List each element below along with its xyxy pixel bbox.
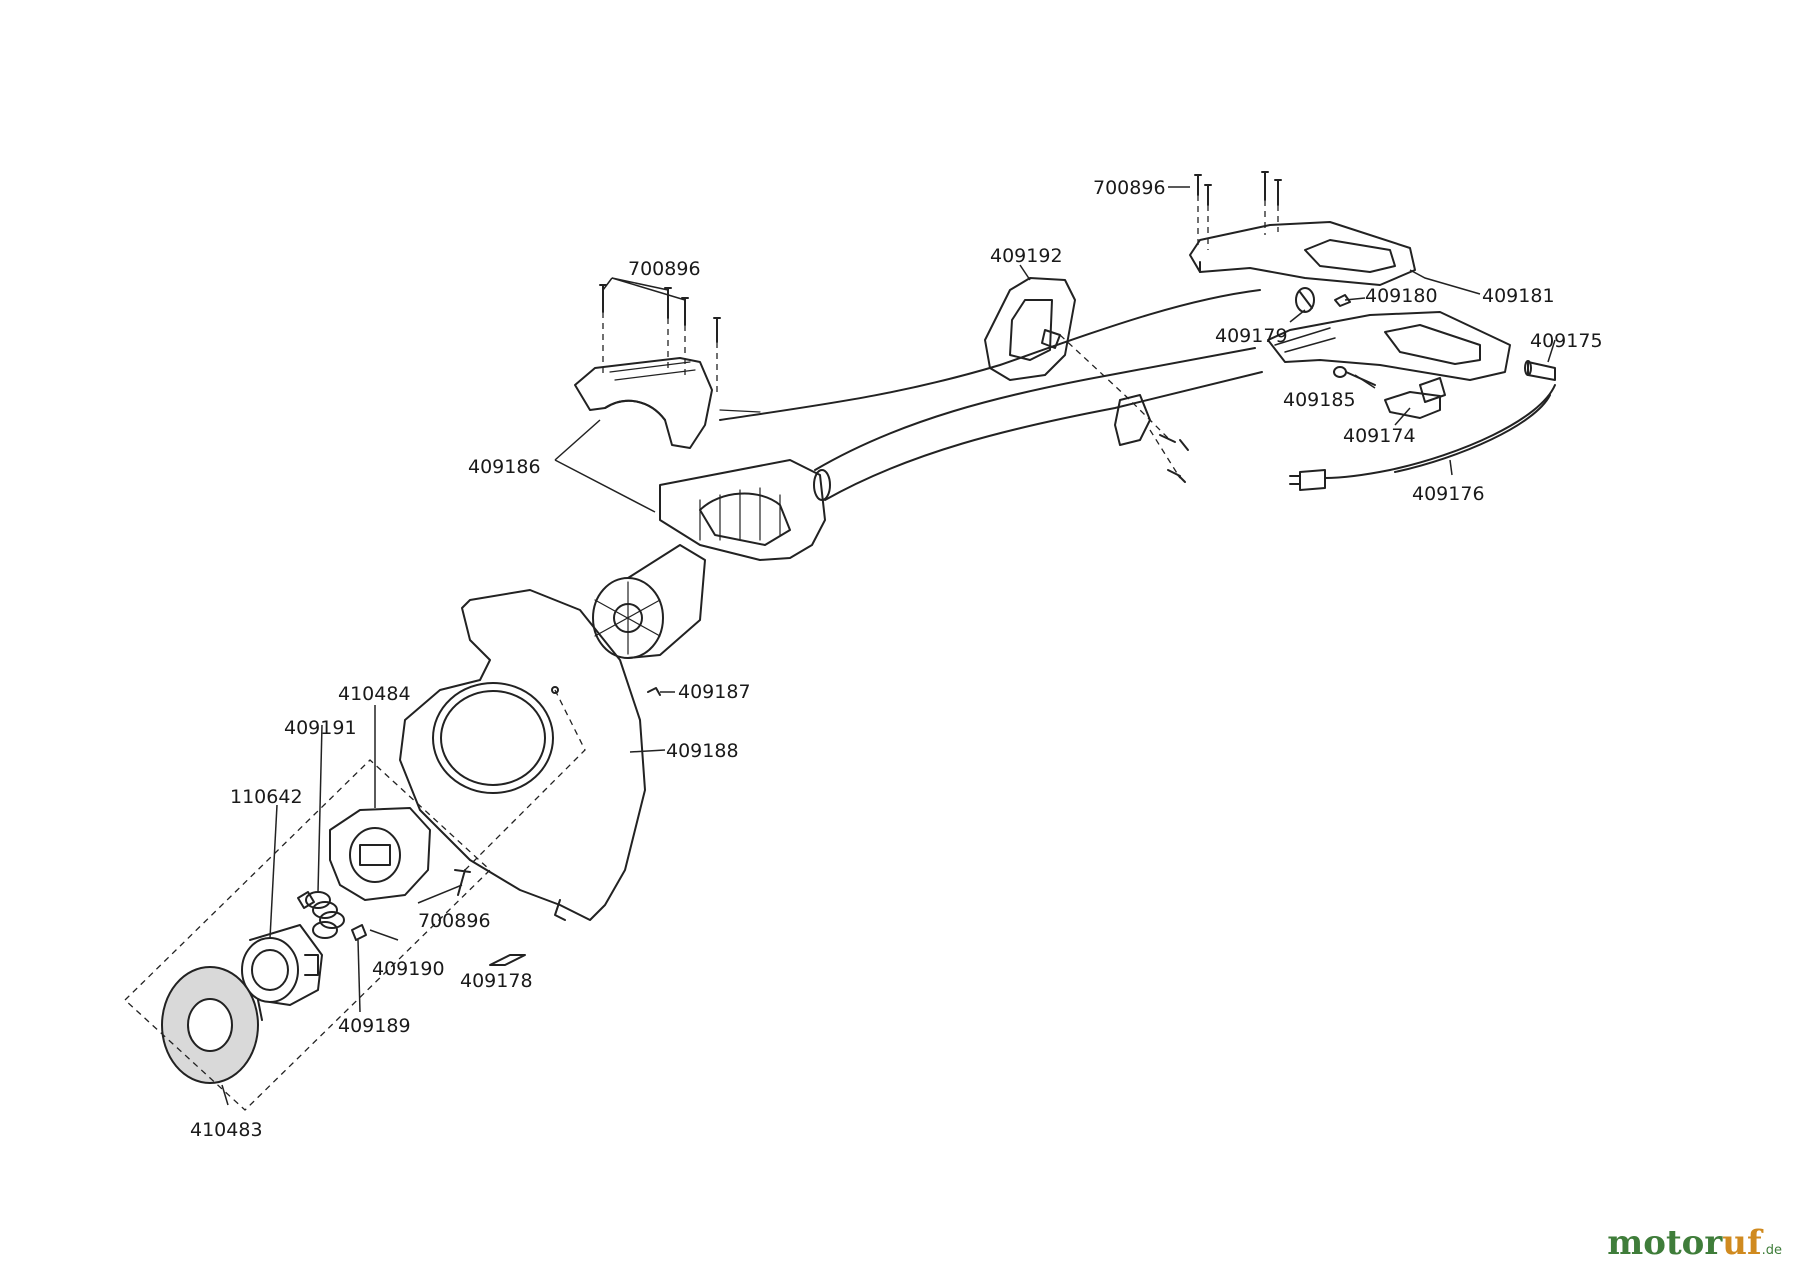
label-409180: 409180	[1365, 285, 1438, 307]
motor-cover-top	[574, 357, 713, 449]
part-labels: 700896 700896 409192 409181 409180 40917…	[190, 177, 1603, 1141]
label-409176: 409176	[1412, 483, 1485, 505]
motor-shape	[592, 544, 706, 659]
spool-cap-shape	[161, 966, 263, 1084]
motor-cover-bottom	[659, 459, 826, 561]
stopper-b-shape	[351, 924, 367, 941]
label-409174: 409174	[1343, 425, 1416, 447]
guard-shape	[399, 589, 646, 921]
brand-logo: motoruf.de	[1607, 1223, 1782, 1263]
brand-suffix: .de	[1761, 1243, 1782, 1258]
label-409190: 409190	[372, 958, 445, 980]
brand-name-part1: motor	[1607, 1223, 1723, 1263]
inner-cable	[719, 289, 1261, 421]
cable-clamp-shape	[1333, 366, 1376, 386]
label-700896-guard: 700896	[418, 910, 491, 932]
aux-clamp-shape	[1114, 394, 1189, 483]
spring-shape	[1295, 287, 1315, 313]
brand-name-part2: uf	[1722, 1223, 1762, 1263]
assembly-guides	[124, 195, 1279, 1111]
label-410483: 410483	[190, 1119, 263, 1141]
label-409178: 409178	[460, 970, 533, 992]
cord-sleeve-shape	[1524, 360, 1556, 381]
screw-guard-shape	[454, 869, 471, 896]
label-409186: 409186	[468, 456, 541, 478]
label-409175: 409175	[1530, 330, 1603, 352]
label-409179: 409179	[1215, 325, 1288, 347]
label-409187: 409187	[678, 681, 751, 703]
handle-upper-shell	[1189, 221, 1416, 286]
label-410484: 410484	[338, 683, 411, 705]
power-cord-shape	[1289, 384, 1556, 491]
shaft-tube	[813, 347, 1263, 501]
switch-lever-shape	[1334, 294, 1351, 307]
spool-holder-shape	[329, 807, 431, 901]
label-409181: 409181	[1482, 285, 1555, 307]
spring-coil-shape	[305, 891, 345, 939]
screw-set-top-right	[1194, 171, 1282, 206]
handle-lower-shell	[1267, 311, 1511, 381]
leader-lines	[221, 186, 1556, 1106]
label-409191: 409191	[284, 717, 357, 739]
label-409192: 409192	[990, 245, 1063, 267]
clip-shape	[647, 687, 661, 696]
line-cutter-shape	[489, 954, 526, 966]
label-409188: 409188	[666, 740, 739, 762]
spool-shape	[241, 924, 323, 1006]
label-700896-top: 700896	[1093, 177, 1166, 199]
aux-handle-shape	[984, 277, 1076, 381]
screw-set-motor	[599, 284, 721, 343]
stopper-a-shape	[297, 891, 315, 909]
label-409185: 409185	[1283, 389, 1356, 411]
label-409189: 409189	[338, 1015, 411, 1037]
label-700896-motor: 700896	[628, 258, 701, 280]
label-110642: 110642	[230, 786, 303, 808]
switch-shape	[1384, 377, 1446, 419]
